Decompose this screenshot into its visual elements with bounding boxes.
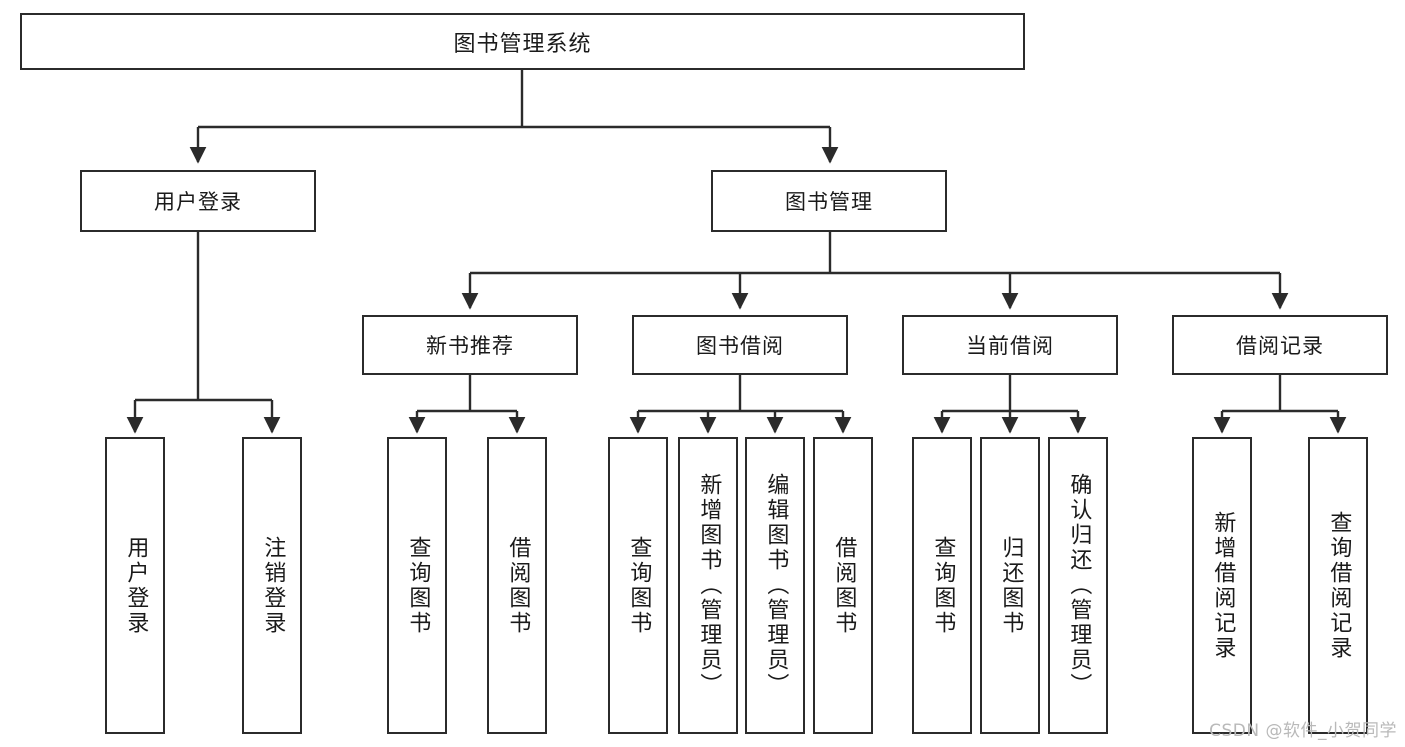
- node-root-book-management-system[interactable]: 图书管理系统: [20, 13, 1025, 70]
- node-label: 查询图书: [930, 535, 956, 636]
- node-leaf-edit-book-admin[interactable]: 编辑图书（管理员）: [745, 437, 805, 734]
- node-label: 注销登录: [260, 535, 286, 636]
- node-label: 确认归还（管理员）: [1066, 473, 1092, 698]
- node-label: 查询图书: [405, 535, 431, 636]
- node-leaf-add-borrow-record[interactable]: 新增借阅记录: [1192, 437, 1252, 734]
- node-label: 新增图书（管理员）: [696, 473, 722, 698]
- node-leaf-borrow-book-recommend[interactable]: 借阅图书: [487, 437, 547, 734]
- node-leaf-query-borrow-record[interactable]: 查询借阅记录: [1308, 437, 1368, 734]
- node-label: 查询图书: [626, 535, 652, 636]
- node-label: 图书管理: [785, 190, 873, 214]
- node-leaf-user-login[interactable]: 用户登录: [105, 437, 165, 734]
- node-label: 查询借阅记录: [1326, 510, 1352, 661]
- node-label: 借阅记录: [1236, 334, 1324, 358]
- node-leaf-confirm-return-admin[interactable]: 确认归还（管理员）: [1048, 437, 1108, 734]
- node-label: 借阅图书: [505, 535, 531, 636]
- node-leaf-borrow-book[interactable]: 借阅图书: [813, 437, 873, 734]
- node-leaf-query-book-current[interactable]: 查询图书: [912, 437, 972, 734]
- node-leaf-query-book-borrow[interactable]: 查询图书: [608, 437, 668, 734]
- node-book-borrow[interactable]: 图书借阅: [632, 315, 848, 375]
- node-label: 新增借阅记录: [1210, 510, 1236, 661]
- node-user-login[interactable]: 用户登录: [80, 170, 316, 232]
- node-label: 图书借阅: [696, 334, 784, 358]
- node-book-management[interactable]: 图书管理: [711, 170, 947, 232]
- node-new-book-recommend[interactable]: 新书推荐: [362, 315, 578, 375]
- node-leaf-query-book-recommend[interactable]: 查询图书: [387, 437, 447, 734]
- node-leaf-return-book[interactable]: 归还图书: [980, 437, 1040, 734]
- watermark: CSDN @软件_小贺同学: [1209, 721, 1397, 741]
- node-borrow-record[interactable]: 借阅记录: [1172, 315, 1388, 375]
- node-label: 编辑图书（管理员）: [763, 473, 789, 698]
- node-label: 用户登录: [154, 190, 242, 214]
- node-label: 用户登录: [123, 535, 149, 636]
- node-label: 归还图书: [998, 535, 1024, 636]
- node-label: 当前借阅: [966, 334, 1054, 358]
- node-label: 图书管理系统: [453, 31, 592, 57]
- node-label: 新书推荐: [426, 334, 514, 358]
- node-leaf-add-book-admin[interactable]: 新增图书（管理员）: [678, 437, 738, 734]
- node-current-borrow[interactable]: 当前借阅: [902, 315, 1118, 375]
- node-leaf-logout[interactable]: 注销登录: [242, 437, 302, 734]
- node-label: 借阅图书: [831, 535, 857, 636]
